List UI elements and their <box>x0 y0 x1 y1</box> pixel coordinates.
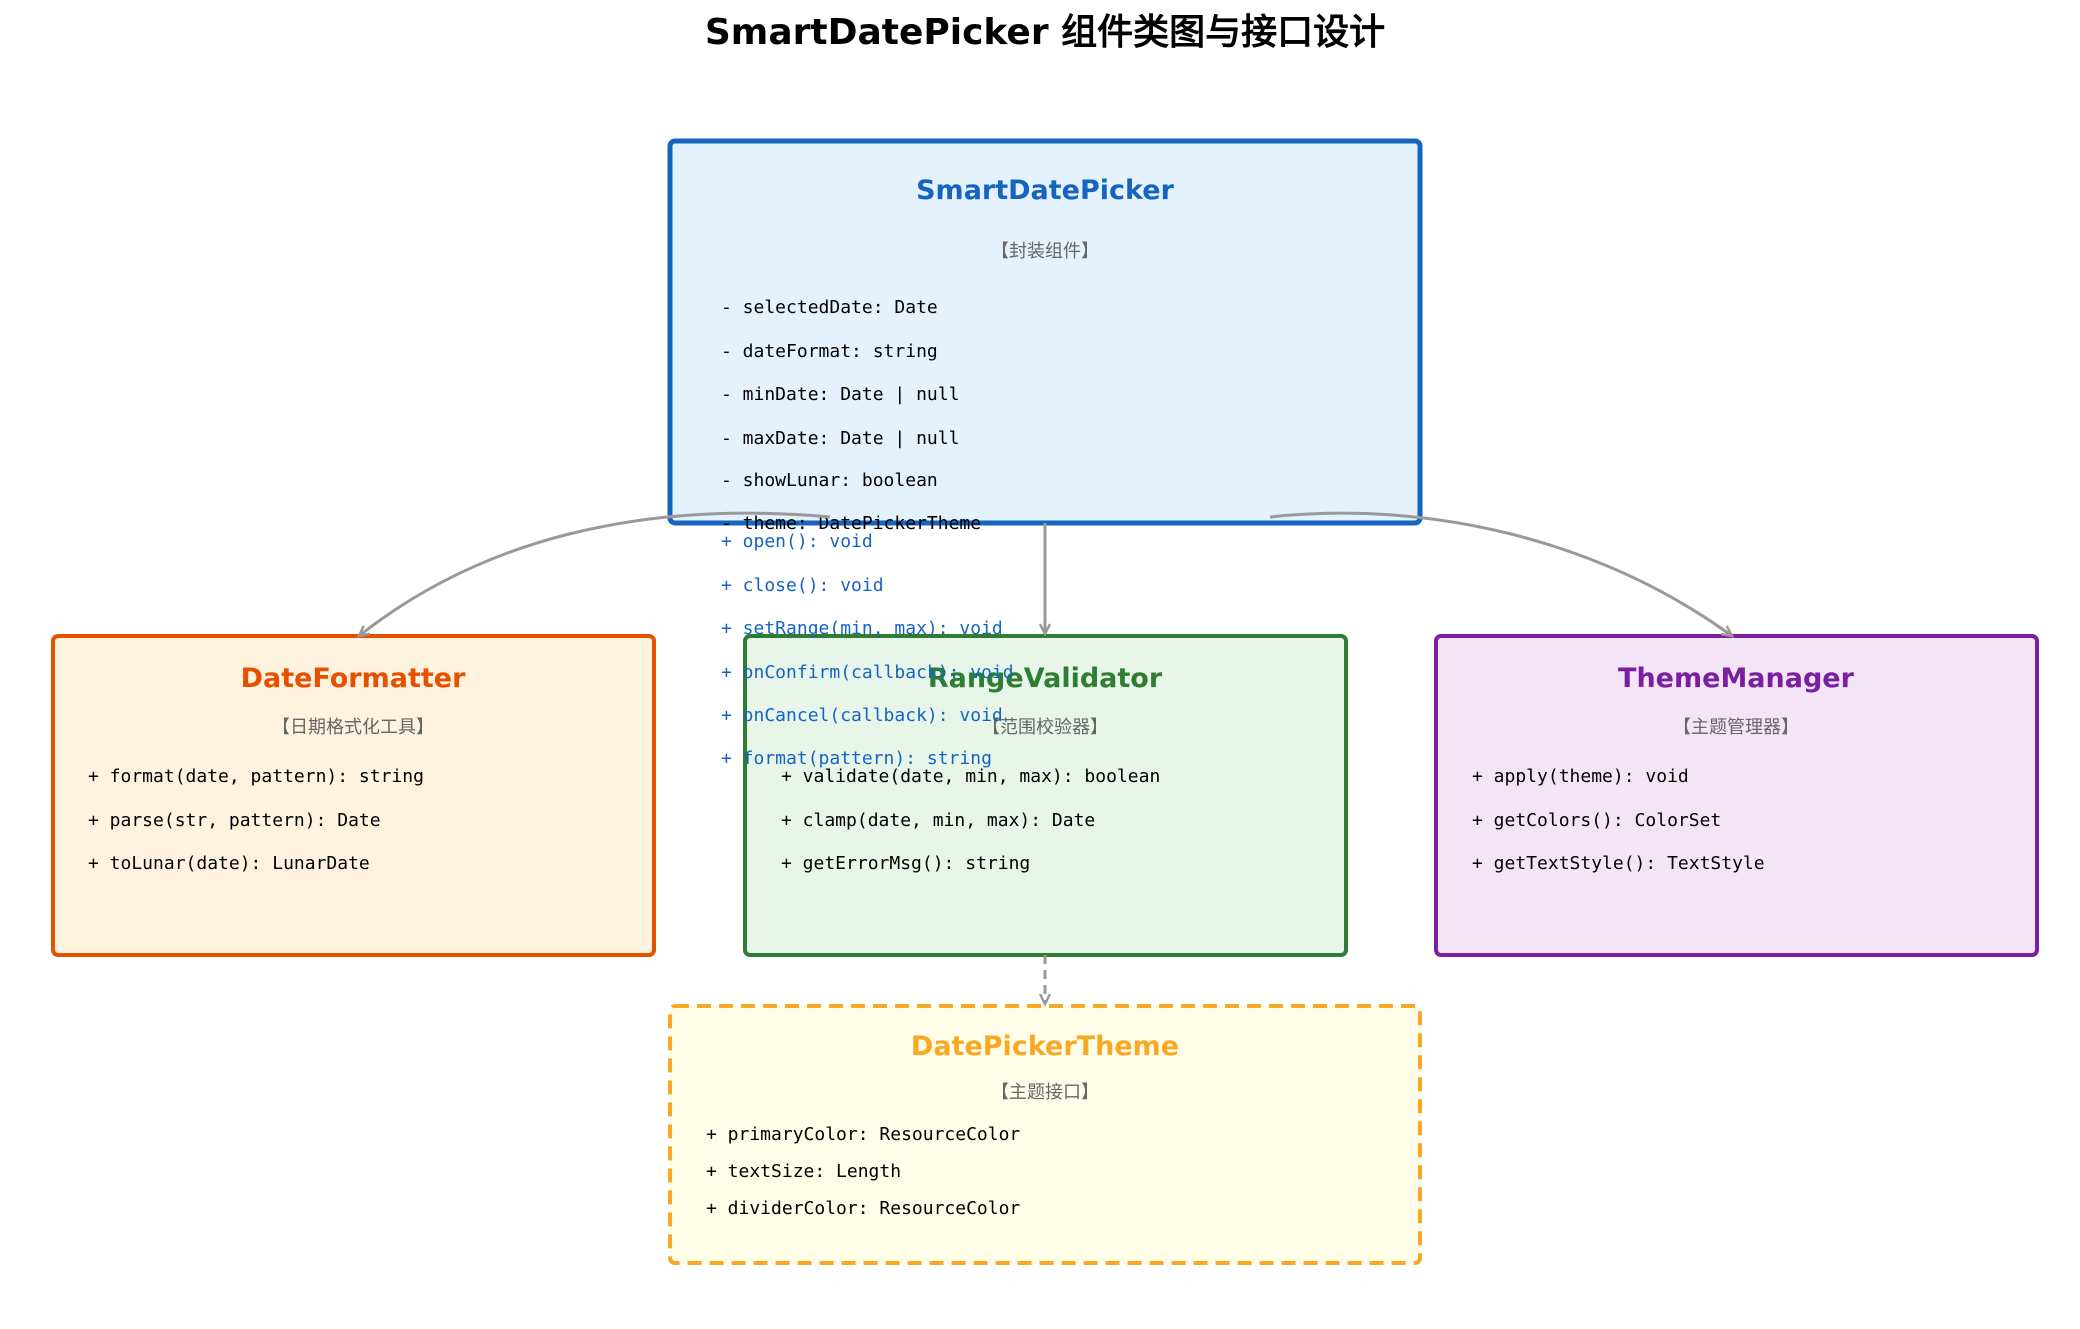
field-item: - maxDate: Date | null <box>721 428 959 449</box>
field-item: + primaryColor: ResourceColor <box>706 1124 1020 1145</box>
class-stereotype: 【主题管理器】 <box>1673 717 1799 738</box>
interface-box-datepickertheme-frame <box>668 1004 1422 1265</box>
class-box-rangevalidator: RangeValidator 【范围校验器】 + validate(date, … <box>743 634 1348 957</box>
method-item: + format(pattern): string <box>721 748 992 769</box>
class-name: ThemeManager <box>1618 663 1855 694</box>
field-item: - minDate: Date | null <box>721 384 959 405</box>
method-item: + apply(theme): void <box>1472 766 1689 787</box>
method-item: + onConfirm(callback): void <box>721 662 1014 683</box>
field-item: - dateFormat: string <box>721 341 938 362</box>
interface-stereotype: 【主题接口】 <box>991 1082 1099 1103</box>
class-box-thememanager-frame <box>1434 634 2039 957</box>
method-item: + parse(str, pattern): Date <box>88 810 381 831</box>
class-box-dateformatter: DateFormatter 【日期格式化工具】 + format(date, p… <box>51 634 656 957</box>
method-item: + clamp(date, min, max): Date <box>781 810 1095 831</box>
interface-name: DatePickerTheme <box>911 1031 1179 1062</box>
class-name: DateFormatter <box>241 663 467 694</box>
field-item: + textSize: Length <box>706 1161 901 1182</box>
smartdatepicker-method-list: + open(): void + close(): void + setRang… <box>721 531 1014 769</box>
diagram-title: SmartDatePicker 组件类图与接口设计 <box>705 12 1385 53</box>
method-item: + validate(date, min, max): boolean <box>781 766 1160 787</box>
class-name: RangeValidator <box>928 663 1163 694</box>
method-item: + onCancel(callback): void <box>721 705 1003 726</box>
field-item: + dividerColor: ResourceColor <box>706 1198 1020 1219</box>
method-item: + getTextStyle(): TextStyle <box>1472 853 1765 874</box>
method-item: + format(date, pattern): string <box>88 766 424 787</box>
class-box-thememanager: ThemeManager 【主题管理器】 + apply(theme): voi… <box>1434 634 2039 957</box>
method-item: + setRange(min, max): void <box>721 618 1003 639</box>
interface-box-datepickertheme: DatePickerTheme 【主题接口】 + primaryColor: R… <box>668 1004 1422 1265</box>
field-item: - showLunar: boolean <box>721 470 938 491</box>
arrow-to-thememanager <box>1269 511 1732 636</box>
method-item: + close(): void <box>721 575 884 596</box>
class-box-smartdatepicker: SmartDatePicker 【封装组件】 - selectedDate: D… <box>667 138 1423 534</box>
class-stereotype: 【日期格式化工具】 <box>272 717 434 738</box>
class-stereotype: 【封装组件】 <box>991 241 1099 262</box>
class-name: SmartDatePicker <box>916 175 1174 206</box>
method-item: + toLunar(date): LunarDate <box>88 853 370 874</box>
class-box-dateformatter-frame <box>51 634 656 957</box>
class-stereotype: 【范围校验器】 <box>982 717 1108 738</box>
field-item: - selectedDate: Date <box>721 297 938 318</box>
method-item: + getColors(): ColorSet <box>1472 810 1721 831</box>
method-item: + open(): void <box>721 531 873 552</box>
arrow-to-dateformatter <box>359 511 831 636</box>
field-item: - theme: DatePickerTheme <box>721 513 981 534</box>
method-item: + getErrorMsg(): string <box>781 853 1030 874</box>
